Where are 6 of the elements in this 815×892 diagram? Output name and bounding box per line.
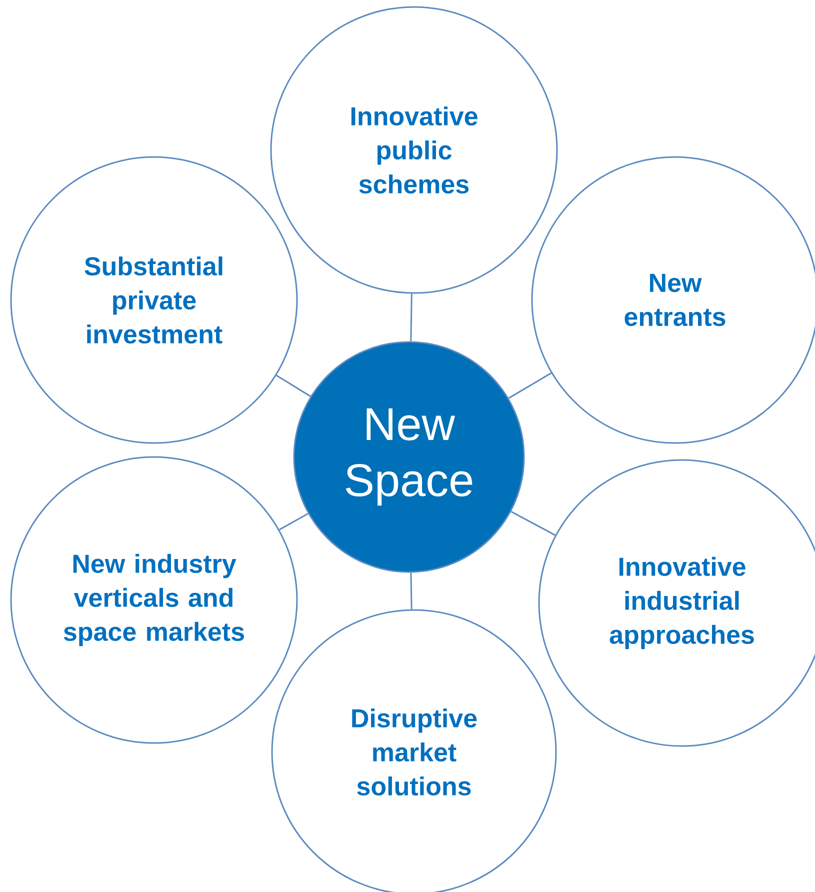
connector-line [508,372,552,399]
connector-line [410,294,412,342]
connector-line [510,510,556,536]
connector-line [279,512,308,530]
connector-line [276,374,311,397]
connector-line [410,572,412,610]
